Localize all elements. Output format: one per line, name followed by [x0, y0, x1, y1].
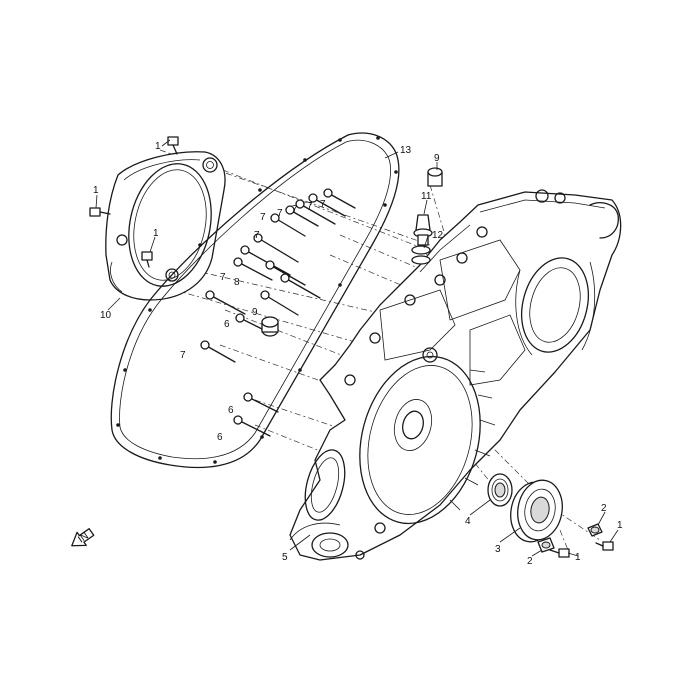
callout-10: 10 — [100, 310, 112, 321]
callout-6: 6 — [228, 405, 234, 416]
callout-7: 7 — [260, 212, 266, 223]
callout-7: 7 — [320, 199, 326, 210]
callout-6: 6 — [217, 432, 223, 443]
callout-2: 2 — [601, 503, 607, 514]
washer-part-12 — [411, 245, 431, 265]
leader-lines — [95, 139, 619, 557]
callout-1: 1 — [155, 141, 161, 152]
callout-1: 1 — [93, 185, 99, 196]
callout-7: 7 — [220, 272, 226, 283]
callout-9: 9 — [252, 307, 258, 318]
callout-1: 1 — [575, 552, 581, 563]
callout-labels: 1 1 1 1 1 2 2 3 4 5 6 6 6 7 7 7 7 7 7 7 … — [93, 141, 623, 567]
callout-8: 8 — [234, 277, 240, 288]
plug-part-11 — [413, 214, 433, 246]
dowel-part-2 — [537, 523, 603, 553]
seal-part-4 — [487, 473, 513, 507]
callout-3: 3 — [495, 544, 501, 555]
callout-12: 12 — [432, 230, 444, 241]
flange-bolts-part-1 — [89, 136, 614, 558]
callout-7: 7 — [277, 208, 283, 219]
callout-7: 7 — [254, 230, 260, 241]
callout-6: 6 — [224, 319, 230, 330]
callout-2: 2 — [527, 556, 533, 567]
callout-7: 7 — [180, 350, 186, 361]
bearing-part-3 — [510, 479, 563, 543]
callout-7: 7 — [307, 201, 313, 212]
long-bolts-part-6-7 — [200, 188, 356, 437]
front-direction-arrow: IN — [71, 528, 95, 547]
small-cover-part-10 — [105, 151, 226, 301]
callout-9: 9 — [434, 153, 440, 164]
callout-1: 1 — [617, 520, 623, 531]
gasket-part-13 — [110, 132, 400, 469]
callout-4: 4 — [465, 516, 471, 527]
callout-13: 13 — [400, 145, 412, 156]
callout-7: 7 — [292, 204, 298, 215]
callout-5: 5 — [282, 552, 288, 563]
callout-11: 11 — [421, 191, 432, 202]
callout-1: 1 — [153, 228, 159, 239]
crankcase-cover-part-5 — [289, 189, 622, 561]
sleeve-part-9 — [261, 167, 443, 337]
